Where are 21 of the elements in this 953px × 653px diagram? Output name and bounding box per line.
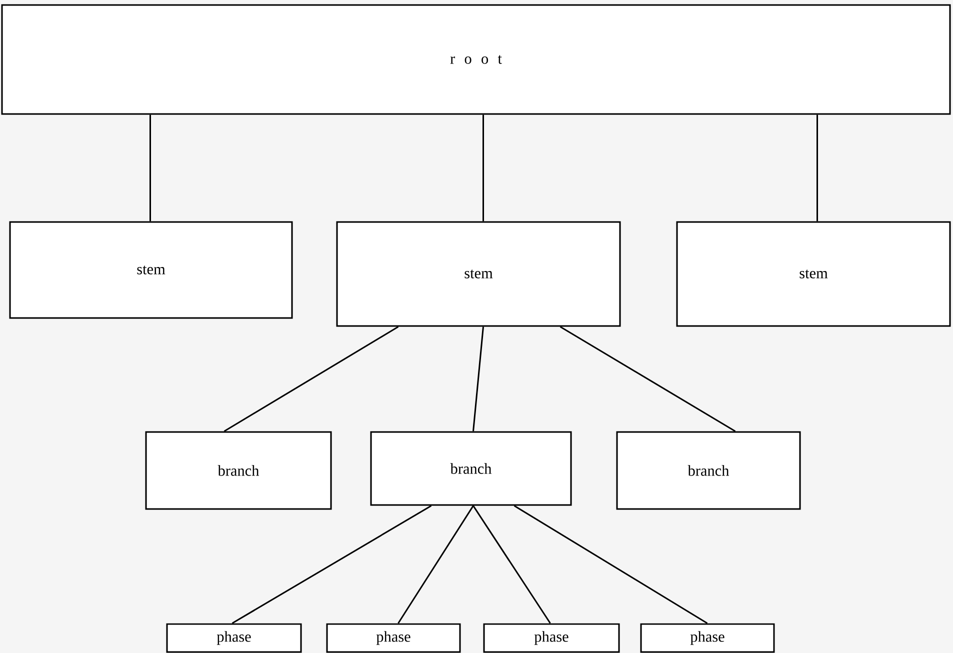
root-box: r o o t [1, 4, 951, 115]
stem-box: stem [9, 221, 293, 319]
connector-line [482, 114, 484, 222]
connector-line [224, 326, 399, 432]
connector-line [149, 114, 151, 222]
phase-box: phase [166, 623, 302, 653]
stem-box: stem [336, 221, 621, 327]
connector-line [816, 114, 818, 222]
stem-box: stem [676, 221, 951, 327]
connector-line [472, 505, 551, 624]
phase-box: phase [483, 623, 620, 653]
connector-line [232, 505, 432, 624]
branch-box: branch [616, 431, 801, 510]
connector-line [514, 505, 708, 624]
connector-line [398, 505, 474, 624]
branch-box: branch [370, 431, 572, 506]
phase-box: phase [326, 623, 461, 653]
connector-line [472, 326, 484, 432]
branch-box: branch [145, 431, 332, 510]
connector-line [560, 326, 736, 432]
phase-box: phase [640, 623, 775, 653]
